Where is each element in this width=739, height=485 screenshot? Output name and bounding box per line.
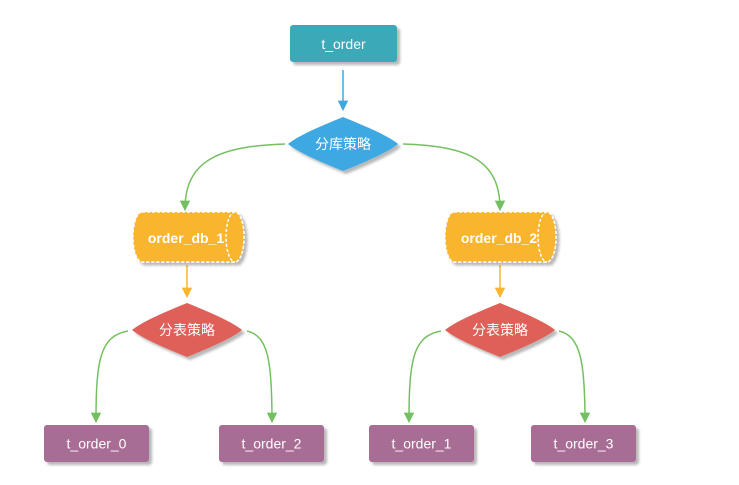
edge-table-strategy-1-to-t-order-2 <box>246 330 278 424</box>
table-strategy-1-diamond <box>132 303 242 357</box>
edge-table-strategy-1-to-t-order-0 <box>90 330 129 424</box>
t-order-2-box <box>219 425 324 462</box>
node-db-strategy-diamond <box>288 117 398 171</box>
t-order-3-box <box>531 425 636 462</box>
edge-db-strategy-to-db-1 <box>179 143 286 212</box>
table-strategy-2-diamond <box>445 303 555 357</box>
node-root-label: t_order <box>321 36 366 52</box>
database-2-cylinder-cap <box>537 211 548 263</box>
t-order-3-label: t_order_3 <box>554 436 614 452</box>
node-db-strategy[interactable]: 分库策略 <box>288 117 398 171</box>
database-1-cylinder-cap <box>225 211 236 263</box>
t-order-2-label: t_order_2 <box>242 436 302 452</box>
t-order-1-label: t_order_1 <box>392 436 452 452</box>
edge-db-strategy-to-db-2 <box>402 143 506 212</box>
node-table-t-order-2[interactable]: t_order_2 <box>219 425 324 462</box>
node-db-strategy-label: 分库策略 <box>315 136 371 152</box>
t-order-1-box <box>369 425 474 462</box>
node-table-strategy-2[interactable]: 分表策略 <box>445 303 555 357</box>
database-2-label: order_db_2 <box>461 230 537 246</box>
node-root-box <box>290 25 397 62</box>
node-database-2[interactable]: order_db_2 <box>444 211 557 263</box>
table-strategy-2-label: 分表策略 <box>472 322 528 338</box>
database-1-cylinder <box>132 211 245 263</box>
node-database-1[interactable]: order_db_1 <box>132 211 245 263</box>
database-2-cylinder <box>444 211 557 263</box>
edge-table-strategy-2-to-t-order-1 <box>403 330 442 424</box>
database-1-label: order_db_1 <box>148 230 224 246</box>
node-table-t-order-3[interactable]: t_order_3 <box>531 425 636 462</box>
node-table-t-order-0[interactable]: t_order_0 <box>44 425 149 462</box>
node-root-table[interactable]: t_order <box>290 25 397 62</box>
t-order-0-box <box>44 425 149 462</box>
table-strategy-1-label: 分表策略 <box>159 322 215 338</box>
node-table-strategy-1[interactable]: 分表策略 <box>132 303 242 357</box>
node-table-t-order-1[interactable]: t_order_1 <box>369 425 474 462</box>
edge-table-strategy-2-to-t-order-3 <box>558 330 591 424</box>
t-order-0-label: t_order_0 <box>67 436 127 452</box>
edges <box>90 70 591 424</box>
